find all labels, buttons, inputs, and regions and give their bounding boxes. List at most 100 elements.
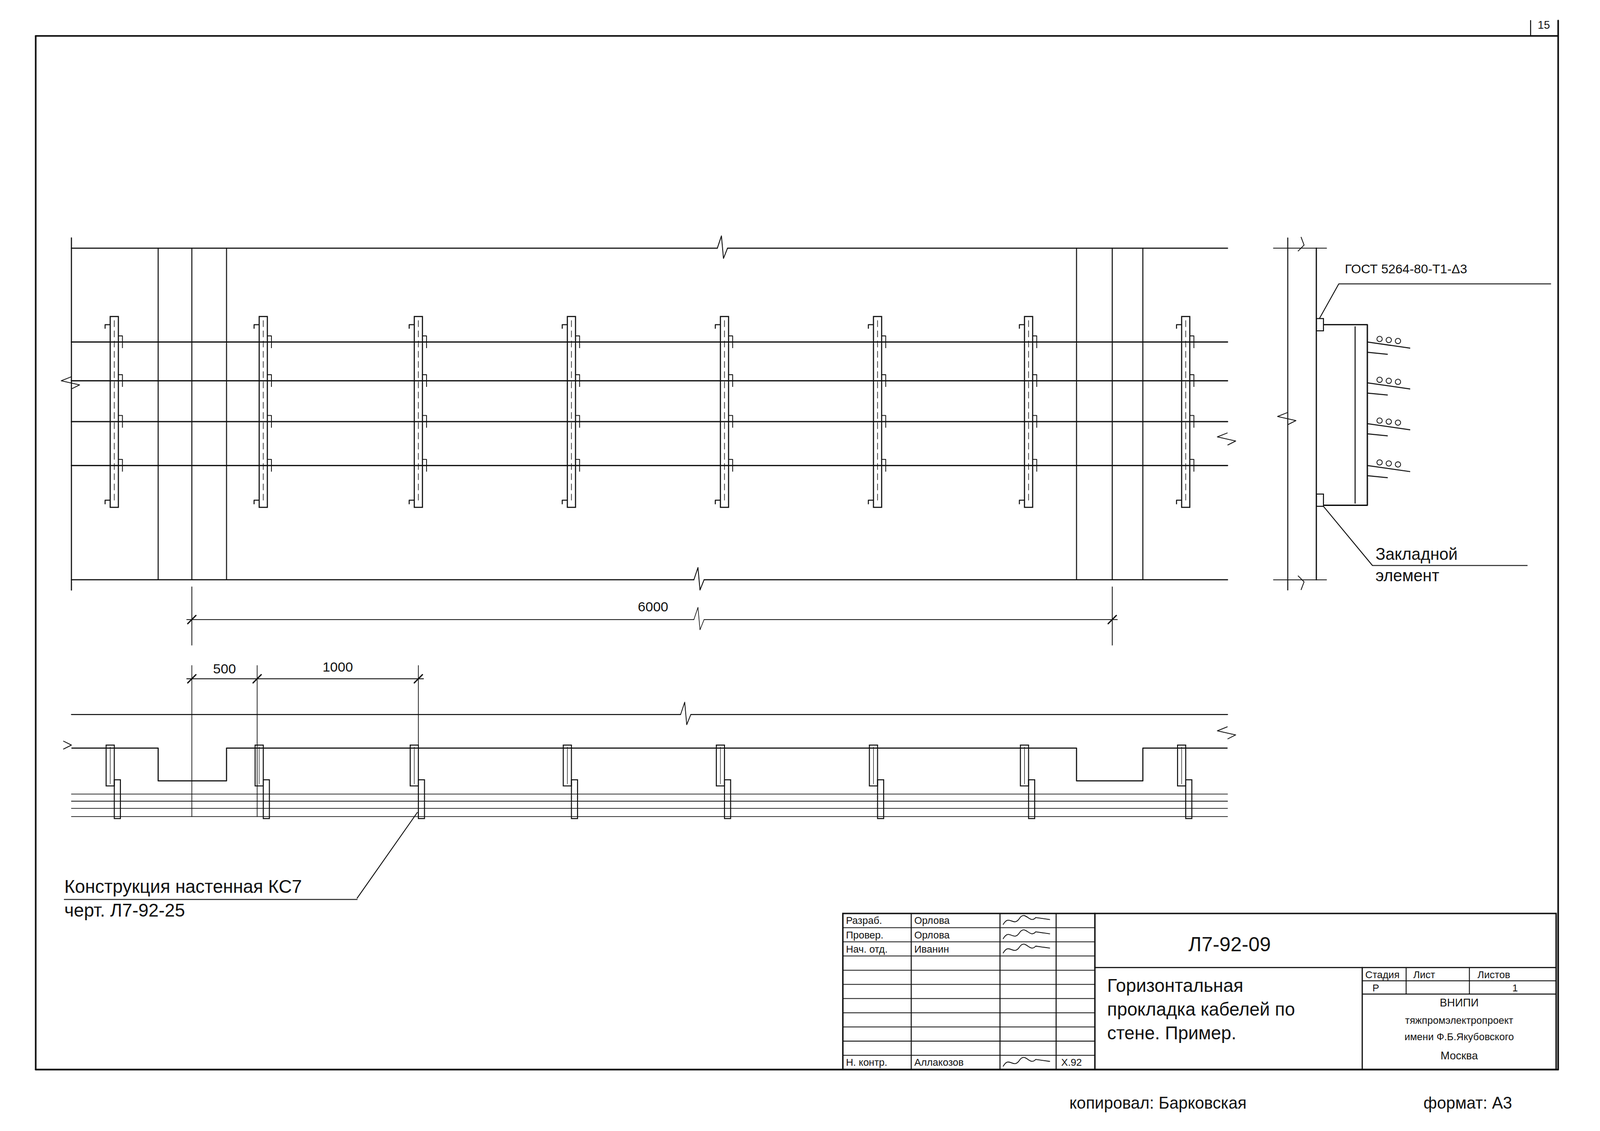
dimension: 500	[213, 661, 236, 677]
table-cell: Нач. отд.	[845, 943, 888, 955]
frame-line	[35, 35, 1559, 37]
rack-centerline	[1028, 320, 1029, 504]
cable-section	[1376, 377, 1383, 383]
rack-side	[1323, 324, 1368, 506]
break-mark	[1217, 726, 1236, 740]
rack-plan	[410, 745, 419, 786]
organization: ВНИПИ	[1439, 996, 1479, 1009]
table-cell: Стадия	[1365, 969, 1400, 981]
shelf-mark	[575, 374, 580, 387]
signature	[1003, 929, 1051, 939]
shelf-mark	[118, 335, 123, 349]
shelf-mark	[118, 374, 123, 387]
rack-centerline	[873, 747, 874, 785]
rack-bracket	[1019, 500, 1025, 505]
cable-section	[1395, 420, 1401, 426]
cable-section	[1395, 461, 1401, 468]
break-mark	[1297, 236, 1304, 251]
shelf-mark	[881, 335, 886, 349]
table-cell: Иванин	[914, 943, 949, 955]
cable-section	[1386, 378, 1392, 384]
break-mark	[693, 607, 704, 630]
rack-centerline	[1181, 747, 1182, 785]
rack-centerline	[417, 320, 419, 504]
cable-section	[1386, 460, 1392, 467]
cable-line	[71, 816, 1228, 818]
shelf-plan	[263, 779, 270, 819]
cable-rack	[110, 316, 119, 508]
cable-line	[71, 380, 1228, 382]
cable-section	[1395, 379, 1401, 385]
shelf-mark	[422, 459, 427, 472]
wall-line	[1315, 248, 1318, 580]
cable-rack	[567, 316, 576, 508]
column-line	[1142, 248, 1144, 580]
break-mark	[693, 567, 704, 590]
shelf-plan	[1185, 779, 1192, 819]
dimension-tick	[253, 674, 262, 683]
shelf-mark	[267, 415, 272, 428]
table-line	[842, 984, 1095, 986]
shelf-mark	[1032, 335, 1037, 349]
format-note: формат: А3	[1423, 1094, 1512, 1113]
rack-centerline	[109, 747, 111, 785]
break-mark	[63, 740, 72, 750]
rack-plan	[1020, 745, 1029, 786]
rack-plan	[563, 745, 572, 786]
organization: имени Ф.Б.Якубовского	[1404, 1031, 1514, 1043]
extension-line	[256, 665, 258, 817]
rack-plan	[869, 745, 878, 786]
cable-line	[71, 807, 1228, 809]
rack-bracket	[715, 500, 721, 505]
shelf-mark	[1189, 335, 1194, 349]
embedded-plate	[1316, 494, 1324, 507]
rack-bracket	[1176, 500, 1182, 505]
table-cell: 1	[1512, 982, 1518, 994]
outline-line	[71, 579, 694, 581]
wall-line	[1287, 238, 1288, 591]
rack-centerline	[262, 320, 264, 504]
outline-line	[690, 714, 1228, 715]
shelf-side	[1367, 423, 1411, 437]
shelf-plan	[724, 779, 731, 819]
shelf-mark	[881, 415, 886, 428]
shelf-mark	[1032, 374, 1037, 387]
table-line	[1362, 993, 1557, 995]
cable-line	[71, 464, 1228, 467]
organization: Москва	[1440, 1049, 1478, 1062]
shelf-plan	[877, 779, 884, 819]
shelf-mark	[1032, 415, 1037, 428]
rack-centerline	[414, 747, 415, 785]
shelf-mark	[1189, 374, 1194, 387]
cable-rack	[1024, 316, 1033, 508]
outline-line	[727, 247, 1228, 249]
dimension-tick	[1108, 615, 1117, 624]
break-mark	[717, 235, 728, 259]
rack-centerline	[571, 320, 572, 504]
shelf-side	[1367, 465, 1411, 478]
copyist-note: копировал: Барковская	[1069, 1094, 1247, 1113]
dimension: 6000	[637, 599, 669, 615]
break-mark	[1297, 575, 1304, 590]
rack-centerline	[567, 747, 568, 785]
table-line	[1361, 967, 1364, 1070]
table-cell: Провер.	[845, 929, 884, 941]
cable-rack	[1181, 316, 1190, 508]
rack-bracket	[254, 500, 260, 505]
rack-centerline	[1185, 320, 1186, 504]
cable-section	[1386, 337, 1392, 343]
table-line	[842, 1026, 1095, 1028]
dimension-tick	[414, 674, 423, 683]
shelf-mark	[267, 335, 272, 349]
dimension: 1000	[322, 659, 354, 675]
dimension-line	[186, 678, 424, 680]
table-cell: Орлова	[914, 915, 950, 927]
break-mark	[1217, 432, 1236, 446]
table-line	[1469, 967, 1470, 995]
table-line	[842, 927, 1095, 928]
shelf-mark	[728, 459, 733, 472]
column-line	[157, 248, 159, 580]
dimension-tick	[187, 674, 197, 683]
shelf-mark	[118, 459, 123, 472]
